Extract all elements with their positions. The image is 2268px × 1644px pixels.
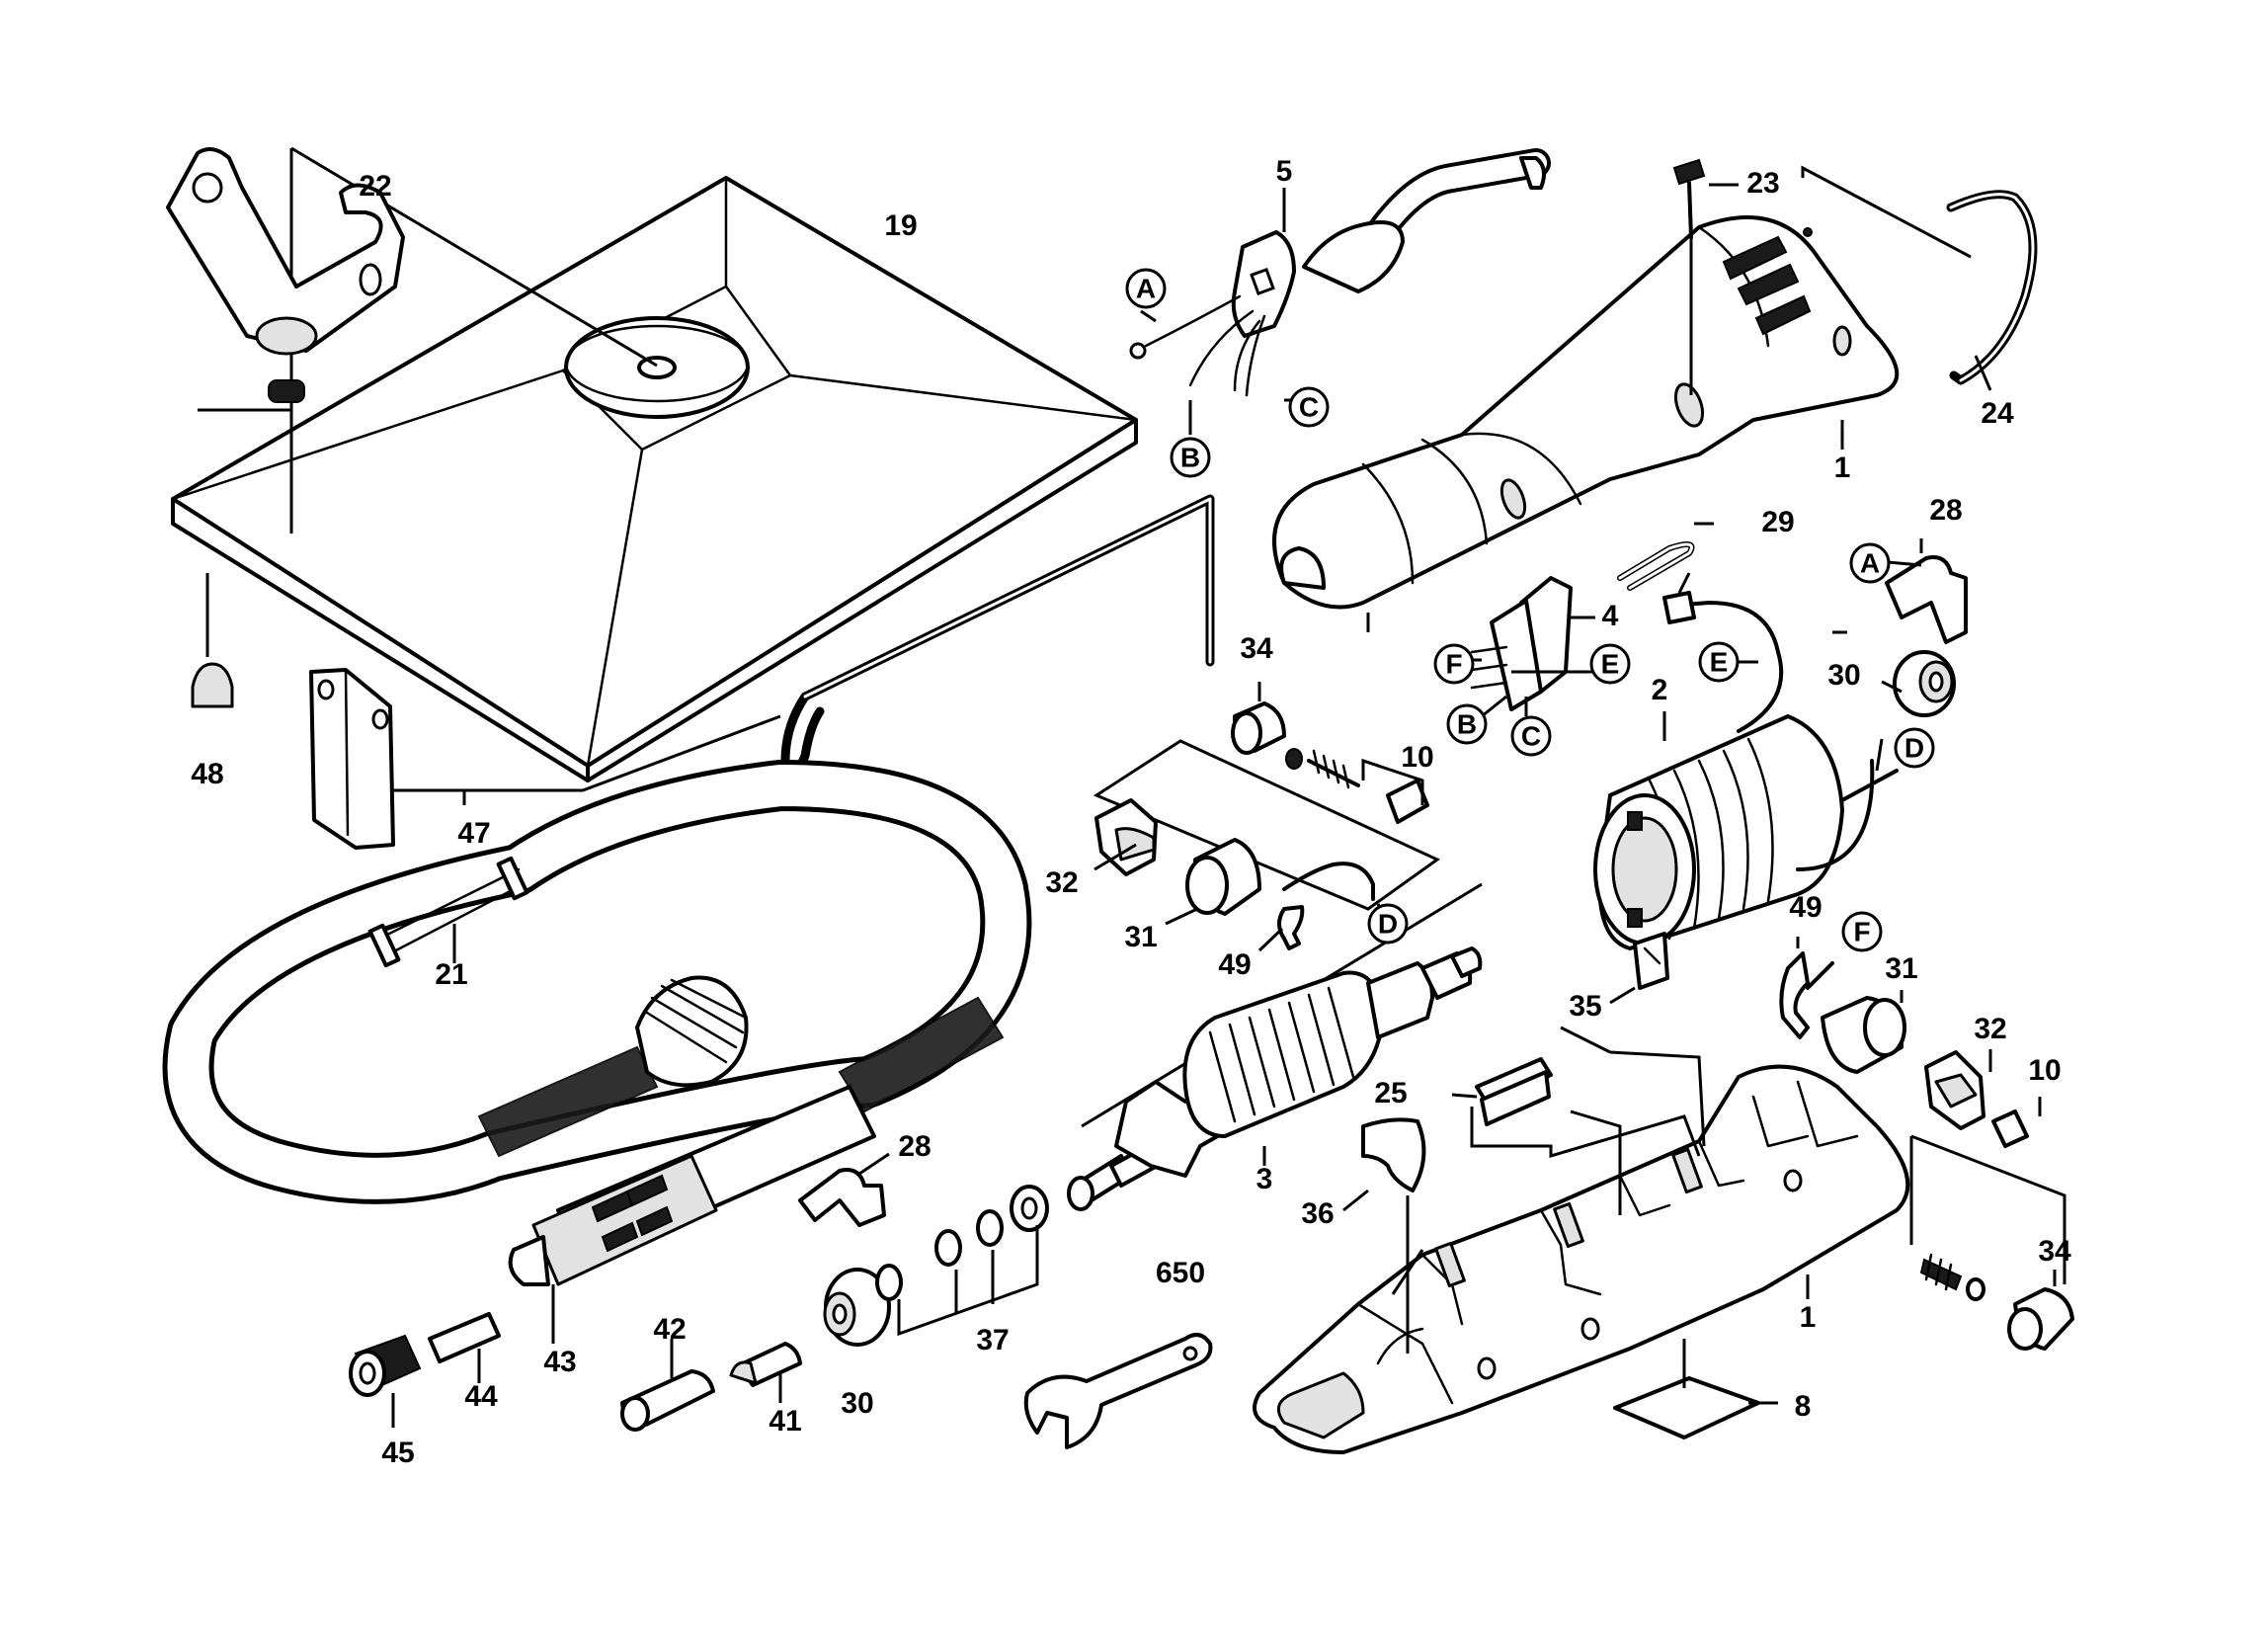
part-label-49: 49 xyxy=(1789,891,1822,924)
part-label-4: 4 xyxy=(1602,600,1619,632)
field-coil-part xyxy=(1593,591,1899,950)
marker-circle-b xyxy=(1446,703,1488,745)
part-label-42: 42 xyxy=(653,1313,686,1346)
part-label-10: 10 xyxy=(2028,1054,2061,1087)
marker-b: B xyxy=(1180,443,1200,473)
wrench-part xyxy=(1023,1333,1213,1449)
marker-d: D xyxy=(1378,909,1398,940)
handpiece-part xyxy=(477,975,1005,1286)
part-label-10: 10 xyxy=(1401,741,1433,774)
marker-a: A xyxy=(1136,274,1156,304)
part-label-30: 30 xyxy=(841,1387,873,1420)
part-label-43: 43 xyxy=(543,1346,576,1378)
part-label-32: 32 xyxy=(1045,866,1078,899)
marker-circle-f xyxy=(1433,643,1475,685)
part-label-28: 28 xyxy=(898,1130,931,1163)
part-label-5: 5 xyxy=(1276,155,1293,188)
part-label-3: 3 xyxy=(1256,1163,1273,1195)
clip-left-part xyxy=(798,1152,890,1227)
marker-circle-d xyxy=(1894,727,1935,769)
screw-part xyxy=(1672,158,1739,395)
part-label-19: 19 xyxy=(884,209,917,242)
part-label-41: 41 xyxy=(769,1405,801,1438)
marker-circle-e xyxy=(1698,641,1740,683)
part-label-1: 1 xyxy=(1800,1301,1817,1334)
connection-markers: A B C A F E E B C D D F xyxy=(1125,268,1935,952)
bearing-30-left-part xyxy=(823,1268,891,1347)
marker-circle-d xyxy=(1367,903,1409,945)
part-label-49: 49 xyxy=(1218,948,1251,981)
part-label-650: 650 xyxy=(1156,1257,1205,1289)
part-label-25: 25 xyxy=(1374,1077,1407,1110)
part-label-34: 34 xyxy=(2038,1235,2071,1268)
stand-base-part xyxy=(171,146,1138,782)
marker-a: A xyxy=(1860,548,1880,579)
marker-circle-e xyxy=(1589,643,1631,685)
switch-block-part xyxy=(1462,576,1605,718)
part-label-34: 34 xyxy=(1240,632,1273,665)
marker-d: D xyxy=(1904,733,1924,764)
armature-part xyxy=(1067,882,1483,1211)
marker-circle-c xyxy=(1288,386,1330,428)
part-label-47: 47 xyxy=(457,817,490,850)
marker-circle-b xyxy=(1170,437,1211,478)
part-label-24: 24 xyxy=(1981,397,2014,430)
brush-assembly-left xyxy=(1093,682,1440,952)
marker-f: F xyxy=(1445,649,1462,680)
small-parts-35-25-36 xyxy=(1342,932,1669,1212)
part-label-21: 21 xyxy=(435,958,467,991)
hanger-clip-part xyxy=(309,668,781,850)
collet-part xyxy=(428,1312,501,1383)
marker-c: C xyxy=(1521,721,1541,752)
power-cord-part xyxy=(1129,148,1551,397)
part-label-29: 29 xyxy=(1761,506,1794,538)
marker-circle-f xyxy=(1841,911,1883,952)
label-plate-part xyxy=(1613,1339,1778,1439)
marker-circle-a xyxy=(1849,542,1891,584)
part-label-48: 48 xyxy=(191,758,223,790)
flexible-shaft-part xyxy=(162,760,1032,1204)
clip-right-part xyxy=(1876,538,1968,644)
collet-nut-part xyxy=(349,1334,422,1428)
part-number-labels: 22 19 5 23 24 1 29 28 4 34 2 30 48 10 47… xyxy=(191,155,2071,1469)
part-label-36: 36 xyxy=(1301,1197,1334,1230)
brush-assembly-right xyxy=(1779,937,2074,1351)
marker-circle-a xyxy=(1125,268,1167,309)
housing-upper-part xyxy=(1272,215,1900,610)
part-label-30: 30 xyxy=(1827,659,1860,692)
spring-ring-part xyxy=(1801,165,2038,391)
part-label-2: 2 xyxy=(1652,674,1668,706)
rubber-foot-part xyxy=(191,573,234,708)
marker-circle-c xyxy=(1510,715,1552,757)
adapter-42-part xyxy=(620,1339,715,1432)
part-label-44: 44 xyxy=(464,1380,498,1413)
washers-part xyxy=(875,1185,1049,1337)
marker-e: E xyxy=(1710,647,1729,678)
bracket-part xyxy=(166,147,405,403)
part-label-28: 28 xyxy=(1929,494,1962,527)
housing-lower-part xyxy=(1253,1050,1910,1454)
part-label-35: 35 xyxy=(1569,990,1601,1023)
part-label-22: 22 xyxy=(359,170,391,203)
part-label-31: 31 xyxy=(1124,921,1157,953)
marker-e: E xyxy=(1601,649,1620,680)
part-label-32: 32 xyxy=(1974,1013,2006,1045)
marker-c: C xyxy=(1299,392,1319,423)
marker-b: B xyxy=(1457,709,1477,740)
marker-f: F xyxy=(1853,917,1870,947)
spring-clip-part xyxy=(1617,522,1714,591)
bearing-30-right-part xyxy=(1893,650,1956,717)
part-label-37: 37 xyxy=(976,1324,1009,1356)
adapter-41-part xyxy=(729,1342,802,1403)
part-label-31: 31 xyxy=(1885,952,1917,985)
part-label-1: 1 xyxy=(1834,452,1851,484)
part-label-23: 23 xyxy=(1746,167,1779,200)
part-label-8: 8 xyxy=(1795,1390,1812,1423)
part-label-45: 45 xyxy=(381,1437,414,1469)
